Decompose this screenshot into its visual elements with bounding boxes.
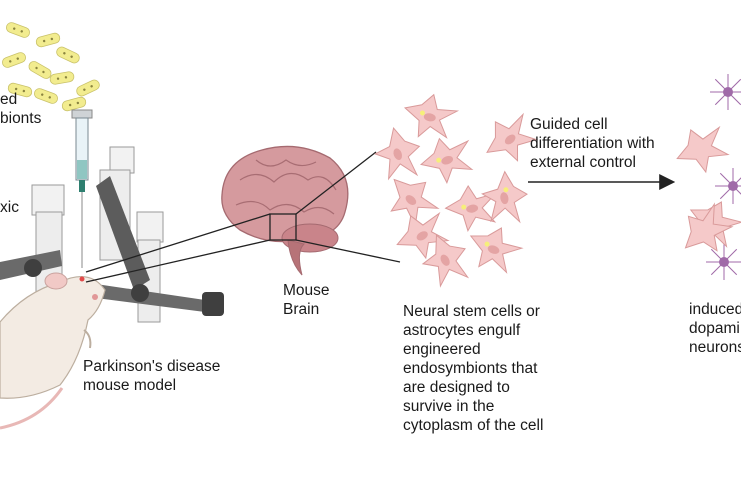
bacterium-icon [49,71,75,85]
neural-stem-cells [374,93,539,288]
bacterium-icon [61,96,87,112]
bacterium-icon [76,79,100,97]
stem-cell-icon [374,126,421,181]
stem-cell-icon [421,234,470,288]
stereotaxic-frame-icon [0,146,224,323]
bacterium-icon [56,46,80,64]
mouse-brain-icon [221,145,349,276]
label-mouse-brain: Mouse Brain [283,282,330,318]
stem-cell-icon [481,170,528,224]
label-induced-neurons: induced dopami neurons [689,301,741,356]
neuron-icon [710,74,741,110]
bacterium-icon [35,32,61,48]
bacterium-icon [2,52,26,68]
stem-cell-icon [486,112,539,162]
bacterium-icon [7,82,33,98]
stem-cell-icon [419,137,474,184]
label-stereotaxic: xic [0,199,19,216]
label-guided-differentiation: Guided cell differentiation with externa… [530,116,655,171]
stem-cell-icon [444,185,498,232]
endosymbiont-bacteria [2,22,100,112]
connector-lines [85,151,401,283]
neuron-icon [715,168,741,204]
bacterium-icon [28,61,52,79]
stem-cell-icon [469,227,524,274]
differentiating-cell-icon [676,125,730,174]
label-pd-model: Parkinson's disease mouse model [83,358,221,394]
stem-cell-icon [403,93,460,139]
label-stem-cells: Neural stem cells or astrocytes engulf e… [403,303,544,434]
bacterium-icon [34,88,58,104]
stem-cell-icon [396,211,450,260]
induced-dopaminergic-neurons [676,74,741,280]
label-endosymbionts: ed bionts [0,91,42,127]
differentiating-cell-icon [684,202,734,252]
neuron-icon [706,244,741,280]
syringe-icon [71,109,93,268]
stem-cell-icon [390,178,440,228]
bacterium-icon [6,22,30,38]
mouse-icon [0,272,106,430]
